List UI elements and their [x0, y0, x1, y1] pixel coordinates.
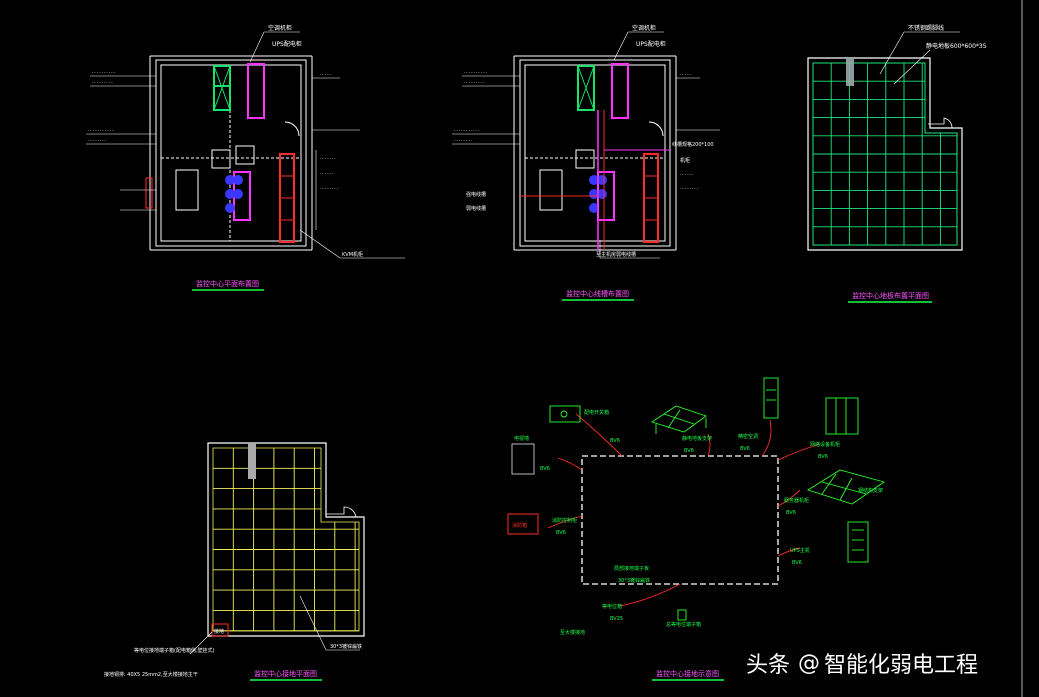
gd-rack: 网络设备机柜 [810, 441, 840, 448]
gd-floor-support: 静电地板支架 [682, 435, 712, 442]
gd-switch: 配电开关箱 [584, 409, 609, 416]
svg-text:╴╴╴╴╴╴╴╴╴: ╴╴╴╴╴╴╴╴╴ [91, 80, 114, 85]
floor-plan-callout-2: 静电地板600*600*35 [926, 42, 987, 50]
gd-tv-wall: 电视墙 [514, 435, 529, 442]
floor-plan-drawing: 不锈钢踢脚线 静电地板600*600*35 监控中心地板布置平面图 [807, 24, 987, 303]
watermark-at: @ [798, 650, 821, 676]
wiring-plan-callout-6: 至主机房弱电线槽 [596, 251, 636, 258]
layout-plan-title: 监控中心平面布置图 [196, 279, 259, 288]
gd-main-terminal: 总等电位端子箱 [666, 621, 701, 628]
wiring-plan-callout-7: 机柜 [680, 157, 690, 164]
gd-fire-label: 消防控制柜 [552, 517, 577, 524]
ground-plan-box: 接地 [214, 628, 224, 635]
wiring-plan-title: 监控中心线槽布置图 [566, 289, 629, 298]
layout-plan-callout-3: KVM机柜 [342, 251, 363, 258]
gd-bv6-7: BV6 [556, 530, 566, 536]
svg-text:╴╴╴╴╴╴: ╴╴╴╴╴╴ [319, 171, 334, 176]
watermark: 头条 @ 智能化弱电工程 [746, 646, 978, 680]
gd-bv6-6: BV6 [786, 510, 796, 516]
watermark-account: 智能化弱电工程 [824, 653, 979, 678]
svg-text:╴╴╴╴╴╴: ╴╴╴╴╴╴ [679, 172, 694, 177]
watermark-brand: 头条 [746, 653, 791, 678]
layout-plan-drawing: ╴╴╴╴╴╴╴╴╴╴╴╴╴╴╴╴╴╴╴ ╴╴╴╴╴╴╴╴╴╴╴╴╴╴╴╴╴╴╴ … [86, 24, 405, 291]
ground-plan-note-1: 等电位接地端子箱(配电箱侧,壁挂式) [134, 647, 215, 654]
ground-plan-title: 监控中心接地平面图 [254, 669, 317, 678]
gd-bv6-5: BV6 [540, 466, 550, 472]
gd-air-cabinet: 精密空调 [738, 433, 758, 440]
gd-bv6-1: BV6 [610, 438, 620, 444]
wiring-plan-callout-2: UPS配电柜 [636, 40, 666, 48]
svg-text:╴╴╴╴╴╴╴╴╴: ╴╴╴╴╴╴╴╴╴ [463, 80, 486, 85]
svg-text:╴╴╴╴╴╴╴╴╴╴: ╴╴╴╴╴╴╴╴╴╴ [91, 70, 116, 75]
ground-plan-note-2: 接地铜排: 40X5 25mm2,至大楼接地主干 [104, 671, 198, 678]
svg-text:╴╴╴╴╴╴╴╴: ╴╴╴╴╴╴╴╴ [679, 186, 699, 191]
gd-bv6-3: BV6 [740, 446, 750, 452]
gd-eq-terminal: 等电位箱 [602, 603, 622, 610]
ground-diagram-title: 监控中心接地示意图 [656, 669, 719, 678]
svg-text:╴╴╴╴╴: ╴╴╴╴╴ [319, 72, 332, 77]
svg-text:╴╴╴╴╴╴╴╴╴╴╴: ╴╴╴╴╴╴╴╴╴╴╴ [453, 128, 481, 133]
svg-text:╴╴╴╴╴╴╴╴: ╴╴╴╴╴╴╴╴ [453, 138, 473, 143]
svg-text:╴╴╴╴╴: ╴╴╴╴╴ [679, 72, 692, 77]
floor-plan-title: 监控中心地板布置平面图 [852, 291, 929, 300]
gd-steel-frame: 钢结构支架 [858, 487, 883, 494]
gd-bv25: BV25 [610, 616, 623, 622]
wiring-plan-callout-5: 弱电线槽 [466, 205, 486, 212]
ground-plan-drawing: 接地 等电位接地端子箱(配电箱侧,壁挂式) 接地铜排: 40X5 25mm2,至… [104, 442, 365, 681]
gd-bv6-4: BV6 [818, 454, 828, 460]
wiring-plan-callout-3: 线槽规格200*100 [672, 141, 714, 148]
layout-plan-callout-1: 空调机柜 [268, 24, 292, 32]
svg-text:╴╴╴╴╴╴╴: ╴╴╴╴╴╴╴ [319, 156, 337, 161]
layout-plan-callout-2: UPS配电柜 [272, 40, 302, 48]
ground-plan-callout: 30*3镀锌扁铁 [330, 643, 362, 650]
ground-diagram-drawing: 消防箱 配电开关箱 BV6 静电地板支架 BV6 精密空调 BV6 网络设备机柜… [507, 377, 886, 681]
gd-server-cabinet: 服务器机柜 [784, 497, 809, 504]
gd-flat-steel: 30*3镀锌扁铁 [618, 577, 650, 584]
svg-text:╴╴╴╴╴╴╴╴: ╴╴╴╴╴╴╴╴ [319, 186, 339, 191]
gd-building-ground: 至大楼接地 [560, 629, 585, 636]
svg-text:╴╴╴╴╴╴╴╴╴╴: ╴╴╴╴╴╴╴╴╴╴ [463, 70, 488, 75]
gd-bv6-2: BV6 [684, 448, 694, 454]
svg-text:╴╴╴╴╴╴╴╴╴╴╴: ╴╴╴╴╴╴╴╴╴╴╴ [87, 128, 115, 133]
wiring-plan-callout-1: 空调机柜 [632, 24, 656, 32]
floor-plan-callout-1: 不锈钢踢脚线 [908, 24, 944, 32]
svg-text:╴╴╴╴╴╴╴╴: ╴╴╴╴╴╴╴╴ [87, 138, 107, 143]
gd-bv6-8: BV6 [792, 560, 802, 566]
gd-ground-bar: 局部接地端子板 [614, 565, 649, 572]
ground-diagram-fire-box: 消防箱 [512, 522, 527, 529]
wiring-plan-drawing: ╴╴╴╴╴╴╴╴╴╴╴╴╴╴╴╴╴╴╴ ╴╴╴╴╴╴╴╴╴╴╴╴╴╴╴╴╴╴╴ … [452, 24, 720, 301]
gd-ups: UPS主机 [790, 547, 810, 554]
wiring-plan-callout-4: 强电线槽 [466, 191, 486, 198]
